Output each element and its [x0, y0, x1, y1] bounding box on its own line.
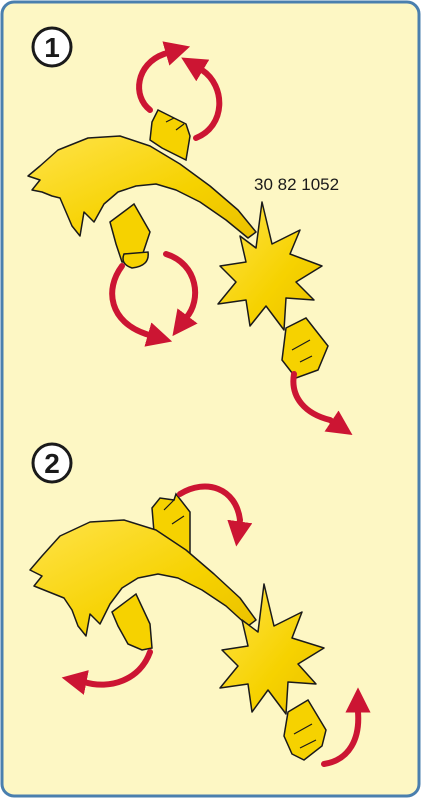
- step-1-number: 1: [44, 32, 60, 63]
- part-number: 30 82 1052: [254, 175, 339, 194]
- step-2-number: 2: [44, 448, 60, 479]
